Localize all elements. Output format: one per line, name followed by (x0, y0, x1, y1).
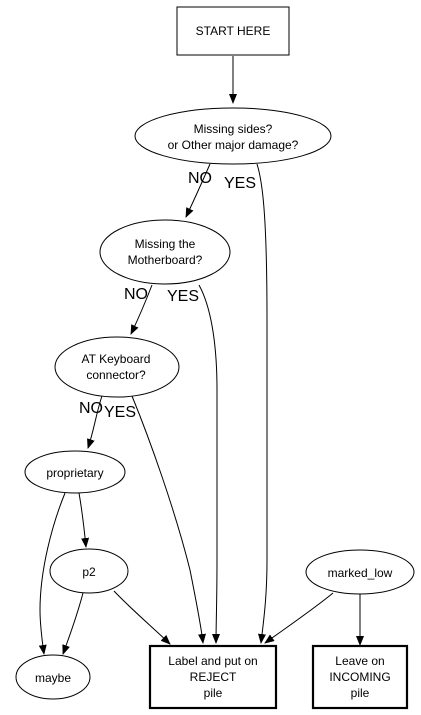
label-kb-no: NO (79, 400, 103, 417)
node-incoming-line-1: Leave on (335, 654, 384, 668)
node-proprietary-text: proprietary (46, 466, 103, 480)
edge-proprietary-to-maybe (38, 492, 66, 655)
node-proprietary: proprietary (24, 450, 126, 494)
node-reject-line-1: Label and put on (168, 654, 257, 668)
label-sides-no: NO (188, 170, 212, 187)
node-p2-text: p2 (82, 565, 96, 579)
node-reject: Label and put on REJECT pile (148, 644, 278, 710)
node-missing-sides: Missing sides? or Other major damage? (134, 107, 332, 165)
node-at-keyboard: AT Keyboard connector? (54, 336, 180, 398)
node-marked-low: marked_low (305, 549, 415, 595)
edge-missing-mb-yes (198, 284, 221, 644)
node-missing-mb-line-2: Motherboard? (128, 253, 203, 267)
edge-missing-mb-no (130, 284, 153, 335)
node-marked-low-text: marked_low (328, 566, 393, 580)
label-sides-yes: YES (224, 175, 256, 192)
node-missing-sides-line-2: or Other major damage? (168, 138, 299, 152)
label-mb-yes: YES (167, 288, 199, 305)
edges (38, 56, 364, 655)
edge-p2-to-maybe (62, 592, 84, 655)
node-reject-line-2: REJECT (190, 670, 237, 684)
node-maybe: maybe (15, 654, 91, 700)
node-incoming-line-2: INCOMING (329, 670, 390, 684)
node-reject-line-3: pile (204, 686, 223, 700)
label-mb-no: NO (124, 286, 148, 303)
edge-at-keyboard-yes (131, 395, 206, 644)
edge-p2-to-reject (113, 590, 171, 645)
node-missing-sides-line-1: Missing sides? (194, 122, 273, 136)
edge-marked-low-to-reject (264, 592, 334, 644)
node-start-text: START HERE (196, 24, 271, 38)
label-kb-yes: YES (104, 404, 136, 421)
node-p2: p2 (49, 548, 129, 594)
edge-missing-sides-no (185, 163, 211, 218)
edge-labels: NO YES NO YES NO YES (79, 170, 256, 421)
edge-at-keyboard-no (87, 395, 103, 449)
node-missing-mb: Missing the Motherboard? (99, 219, 231, 285)
edge-proprietary-to-p2 (78, 492, 90, 548)
node-at-keyboard-line-1: AT Keyboard (82, 352, 151, 366)
node-start: START HERE (176, 6, 290, 56)
node-at-keyboard-line-2: connector? (86, 368, 146, 382)
edge-missing-sides-yes (256, 163, 268, 644)
node-maybe-text: maybe (35, 671, 71, 685)
node-missing-mb-line-1: Missing the (135, 237, 196, 251)
node-incoming: Leave on INCOMING pile (311, 644, 409, 710)
node-incoming-line-3: pile (351, 686, 370, 700)
